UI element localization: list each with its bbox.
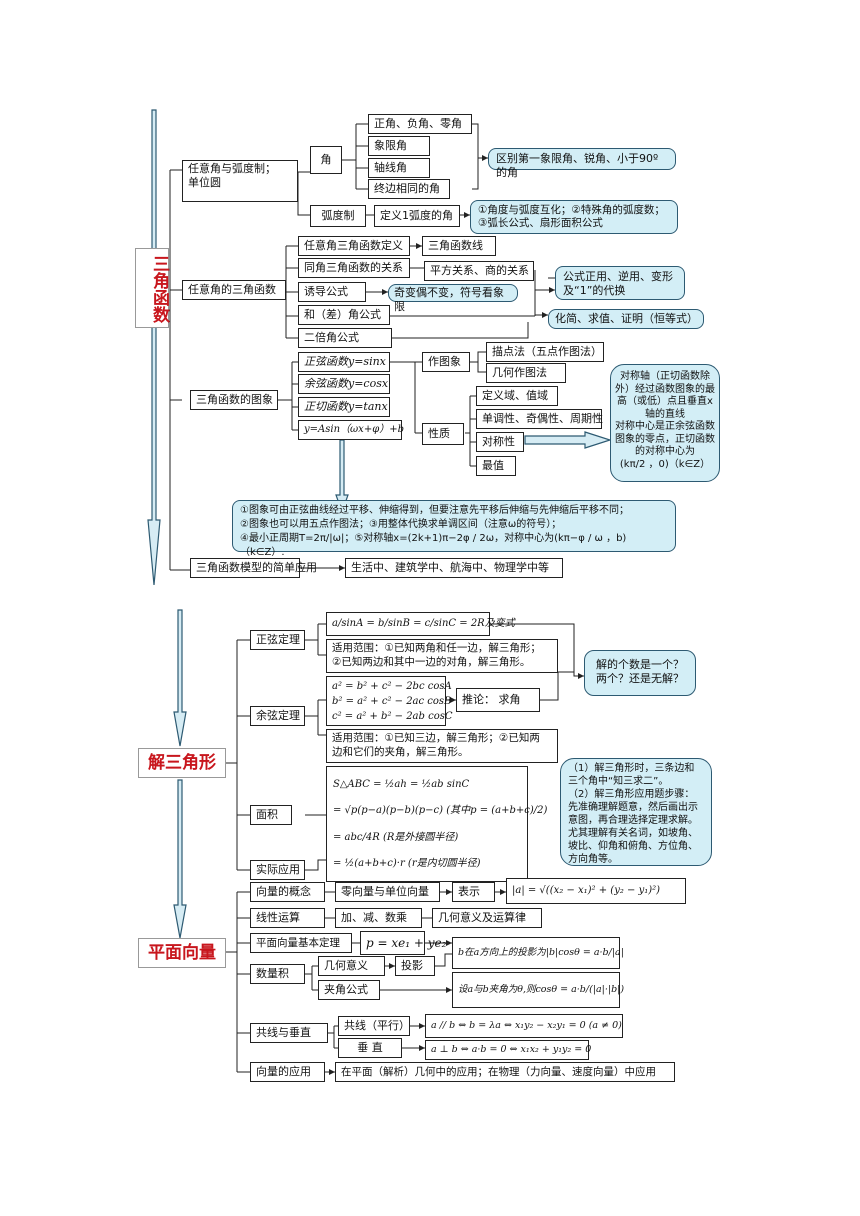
node-perpendicular: 垂 直: [338, 1038, 402, 1058]
node-five-point: 描点法（五点作图法）: [486, 342, 604, 362]
node-vector-app: 向量的应用: [250, 1062, 325, 1082]
node-area: 面积: [250, 805, 292, 825]
node-basic-theorem: 平面向量基本定理: [250, 933, 352, 953]
node-radian-def: 定义1弧度的角: [374, 205, 460, 227]
node-represent: 表示: [452, 882, 495, 902]
node-angle-type-3: 轴线角: [368, 158, 430, 178]
flow-arrow-3: [173, 779, 187, 939]
node-sine-law: 正弦定理: [250, 630, 305, 650]
node-angle-type-1: 正角、负角、零角: [368, 114, 472, 134]
formula-area-4: = ½(a+b+c)·r (r是内切圆半径): [333, 858, 481, 870]
node-vector-app-note: 在平面（解析）几何中的应用；在物理（力向量、速度向量）中应用: [335, 1062, 675, 1082]
node-symmetry: 对称性: [476, 432, 524, 452]
node-same-angle: 同角三角函数的关系: [298, 258, 410, 278]
node-trig-graph: 三角函数的图象: [190, 390, 278, 410]
node-angle-type-2: 象限角: [368, 136, 430, 156]
node-double-angle: 二倍角公式: [298, 328, 392, 348]
node-domain-range: 定义域、值域: [476, 386, 558, 406]
formula-cosine-law: a² = b² + c² − 2bc cosA b² = a² + c² − 2…: [326, 676, 453, 726]
node-angle-radian: 任意角与弧度制； 单位圆: [182, 160, 298, 202]
callout-symmetry: 对称轴（正切函数除外）经过函数图象的最高（或低）点且垂直x轴的直线 对称中心是正…: [610, 364, 720, 482]
flow-arrow-5: [524, 431, 612, 449]
formula-angle: 设a与b夹角为θ,则cosθ = a·b/(|a|·|b|): [452, 972, 624, 1008]
node-cosine-infer: 推论： 求角: [456, 688, 540, 712]
node-radian: 弧度制: [310, 205, 366, 227]
callout-solution-count: 解的个数是一个？ 两个？还是无解？: [584, 650, 696, 696]
callout-induce: 奇变偶不变，符号看象限: [388, 284, 518, 313]
node-geometry-meaning: 几何意义: [318, 956, 385, 976]
node-angle-type-4: 终边相同的角: [368, 179, 450, 199]
node-sin: 正弦函数y=sinx: [298, 352, 390, 372]
node-trig-def: 任意角三角函数定义: [298, 236, 410, 256]
formula-parallel: a // b ⇔ b = λa ⇔ x₁y₂ − x₂y₁ = 0 (a ≠ 0…: [425, 1014, 623, 1038]
callout-graph-transform: ①图象可由正弦曲线经过平移、伸缩得到，但要注意先平移后伸缩与先伸缩后平移不同； …: [232, 500, 676, 558]
section-title-vector: 平面向量: [138, 938, 226, 968]
section-title-triangle: 解三角形: [138, 748, 226, 778]
formula-sine-law: a/sinA = b/sinB = c/sinC = 2R及变式: [326, 612, 515, 636]
node-trig-line: 三角函数线: [422, 236, 496, 256]
node-general-sin: y=Asin（ωx+φ）+b: [298, 420, 404, 440]
callout-quadrant: 区别第一象限角、锐角、小于90º的角: [488, 148, 676, 179]
node-dot-product: 数量积: [250, 964, 305, 984]
node-parallel: 共线（平行）: [338, 1016, 410, 1036]
formula-basic-theorem: p = xe₁ + ye₂: [360, 931, 446, 955]
flow-arrow-2: [173, 609, 187, 747]
formula-area-3: = abc/4R (R是外接圆半径): [333, 831, 459, 843]
node-collinear-perp: 共线与垂直: [250, 1023, 328, 1043]
node-draw-graph: 作图象: [422, 352, 470, 372]
node-cosine-law: 余弦定理: [250, 706, 305, 726]
callout-formula-use: 公式正用、逆用、变形 及“1”的代换: [555, 266, 685, 300]
formula-cos-a: a² = b² + c² − 2bc cosA: [332, 680, 452, 692]
node-sine-scope: 适用范围：①已知两角和任一边，解三角形； ②已知两边和其中一边的对角，解三角形。: [326, 639, 558, 673]
node-angle-formula: 夹角公式: [318, 980, 380, 1000]
node-practical: 实际应用: [250, 860, 305, 880]
section-title-trig: 三角函数: [135, 248, 169, 328]
callout-radian: ①角度与弧度互化；②特殊角的弧度数； ③弧长公式、扇形面积公式: [470, 200, 678, 234]
formula-area: S△ABC = ½ah = ½ab sinC = √p(p−a)(p−b)(p−…: [326, 766, 547, 882]
node-any-angle-trig: 任意角的三角函数: [182, 280, 286, 300]
node-trig-model-app: 生活中、建筑学中、航海中、物理学中等: [345, 558, 563, 578]
node-cos: 余弦函数y=cosx: [298, 374, 390, 394]
formula-area-1: S△ABC = ½ah = ½ab sinC: [333, 778, 470, 790]
callout-triangle-tips: （1）解三角形时，三条边和三个角中“知三求二”。 （2）解三角形应用题步骤：先准…: [560, 758, 712, 866]
node-square-relation: 平方关系、商的关系: [424, 261, 534, 281]
callout-simplify: 化简、求值、证明（恒等式）: [548, 309, 704, 329]
node-induce: 诱导公式: [298, 282, 366, 302]
node-geometry-draw: 几何作图法: [486, 363, 566, 383]
node-linear-op: 线性运算: [250, 908, 325, 928]
formula-projection: b在a方向上的投影为|b|cosθ = a·b/|a|: [452, 937, 624, 969]
node-geometry-law: 几何意义及运算律: [432, 908, 542, 928]
node-zero-unit: 零向量与单位向量: [335, 882, 440, 902]
flow-arrows: [147, 109, 612, 939]
node-sum-diff: 和（差）角公式: [298, 305, 390, 325]
flow-arrow-1: [147, 109, 161, 586]
node-cosine-scope: 适用范围：①已知三边，解三角形；②已知两 边和它们的夹角，解三角形。: [326, 729, 558, 763]
formula-area-2: = √p(p−a)(p−b)(p−c) (其中p = (a+b+c)/2): [333, 805, 548, 817]
node-tan: 正切函数y=tanx: [298, 397, 390, 417]
formula-perpendicular: a ⊥ b ⇔ a·b = 0 ⇔ x₁x₂ + y₁y₂ = 0: [425, 1040, 591, 1060]
node-projection: 投影: [395, 956, 435, 976]
formula-cos-b: b² = a² + c² − 2ac cosB: [332, 695, 452, 707]
node-monotonic: 单调性、奇偶性、周期性: [476, 409, 603, 429]
formula-vector-length: |a| = √((x₂ − x₁)² + (y₂ − y₁)²): [506, 878, 686, 904]
node-property: 性质: [422, 423, 464, 445]
node-extreme: 最值: [476, 456, 516, 476]
node-add-sub: 加、减、数乘: [335, 908, 422, 928]
node-angle: 角: [310, 146, 342, 174]
formula-cos-c: c² = a² + b² − 2ab cosC: [332, 710, 453, 722]
node-vector-concept: 向量的概念: [250, 882, 325, 902]
node-trig-model: 三角函数模型的简单应用: [190, 558, 317, 578]
